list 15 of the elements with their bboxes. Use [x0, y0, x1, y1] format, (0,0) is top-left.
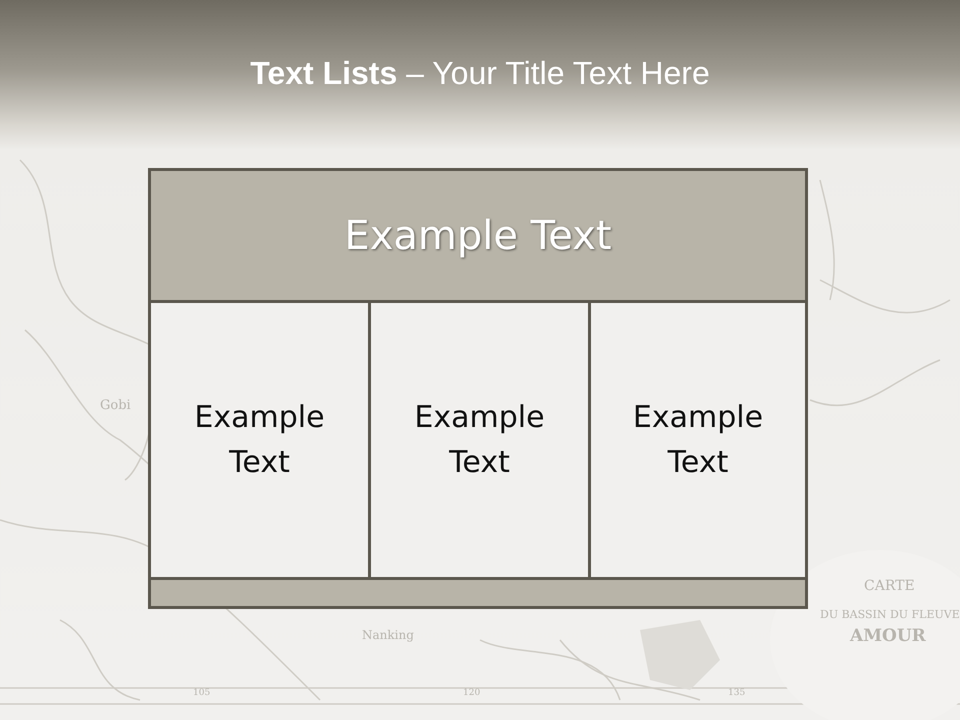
box-text: Example Text [632, 399, 764, 482]
scale-number: 105 [193, 688, 210, 698]
box-text: Example Text [193, 399, 326, 482]
map-title: CARTE [864, 578, 915, 594]
map-label: Gobi [100, 398, 131, 413]
map-label: Nanking [362, 628, 414, 642]
scale-number: 135 [728, 688, 746, 698]
box-text: Example Text [413, 399, 546, 482]
slide-title: Text Lists – Your Title Text Here [249, 55, 711, 92]
map-subtitle: DU BASSIN DU FLEUVE [820, 608, 960, 621]
box-text: Example Text [343, 212, 613, 260]
map-title: AMOUR [850, 626, 926, 646]
header-box [148, 168, 808, 303]
footer-bar [148, 577, 808, 609]
scale-number: 120 [463, 688, 480, 698]
